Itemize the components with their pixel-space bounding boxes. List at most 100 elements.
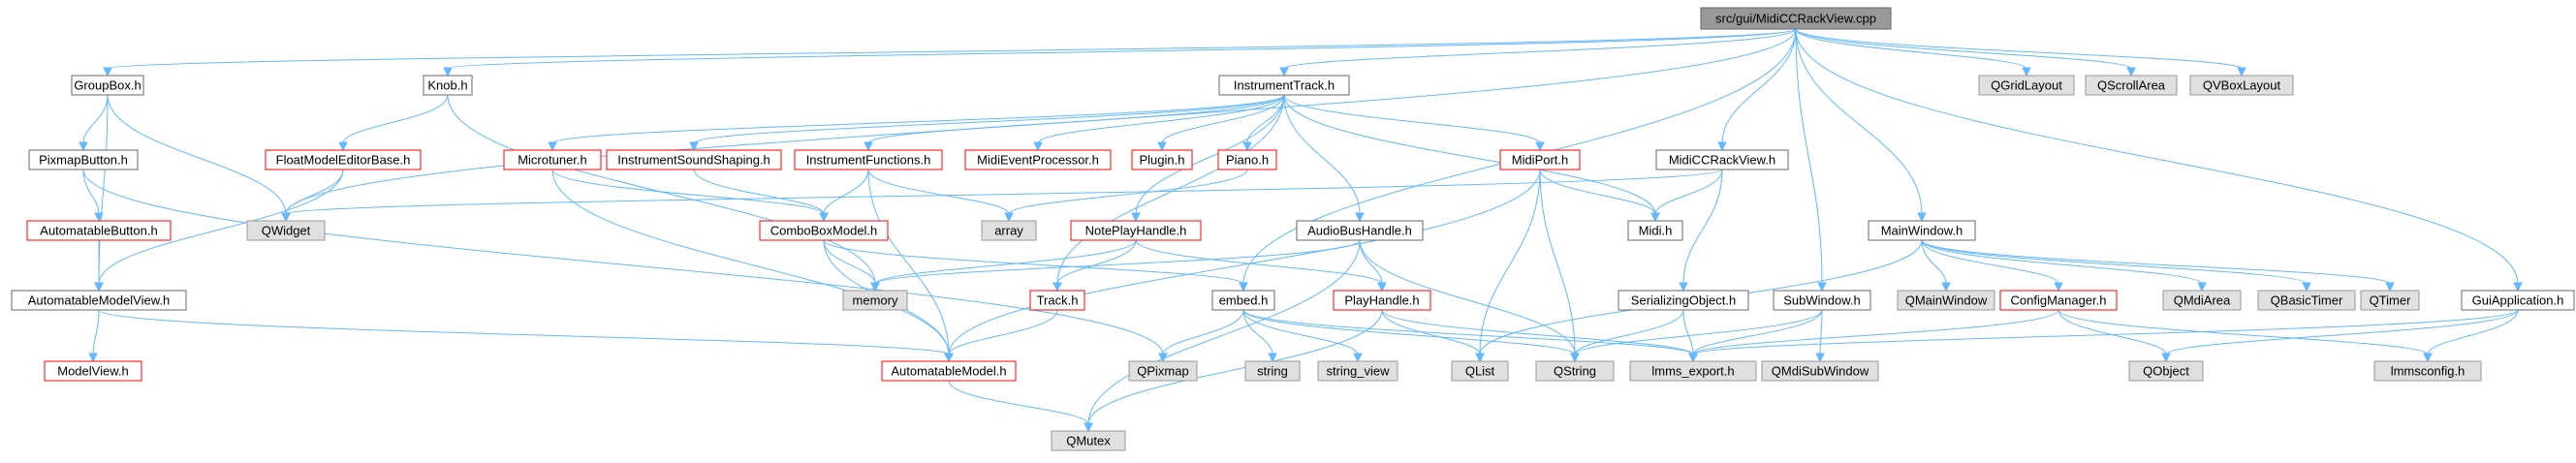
node-midi-event-processor[interactable]: MidiEventProcessor.h [964, 149, 1112, 170]
node-group-box[interactable]: GroupBox.h [71, 75, 144, 96]
node-box [1131, 149, 1193, 170]
node-lmms-export[interactable]: lmms_export.h [1629, 360, 1757, 382]
node-qbasic-timer[interactable]: QBasicTimer [2257, 290, 2356, 311]
node-qgrid-layout[interactable]: QGridLayout [1978, 75, 2075, 96]
node-box [842, 290, 908, 311]
node-box [28, 149, 139, 170]
node-label: Knob.h [427, 78, 467, 93]
node-embed[interactable]: embed.h [1211, 290, 1275, 311]
node-play-handle[interactable]: PlayHandle.h [1333, 290, 1431, 311]
node-plugin[interactable]: Plugin.h [1131, 149, 1193, 170]
node-label: AutomatableModelView.h [28, 293, 170, 308]
node-qmdi-area[interactable]: QMdiArea [2162, 290, 2242, 311]
node-box [1773, 290, 1871, 311]
edge-root-to-qscroll-area [1795, 28, 2136, 77]
node-qmain-window[interactable]: QMainWindow [1897, 290, 1995, 311]
node-instrument-sound-shaping[interactable]: InstrumentSoundShaping.h [606, 149, 782, 170]
edge-instrument-track-to-instrument-functions [864, 94, 1285, 152]
node-label: QMdiArea [2174, 293, 2231, 308]
node-float-model-editor-base[interactable]: FloatModelEditorBase.h [265, 149, 422, 170]
node-qmdi-sub-window[interactable]: QMdiSubWindow [1761, 360, 1879, 382]
node-box [1451, 360, 1509, 382]
node-box [1618, 290, 1749, 311]
node-audio-bus-handle[interactable]: AudioBusHandle.h [1296, 220, 1424, 241]
node-label: GuiApplication.h [2472, 293, 2564, 308]
node-automatable-button[interactable]: AutomatableButton.h [26, 220, 172, 241]
node-box [1655, 149, 1789, 170]
edge-combo-box-model-to-memory [823, 239, 880, 293]
node-knob[interactable]: Knob.h [423, 75, 473, 96]
edge-config-manager-to-lmms-export [1688, 309, 2059, 363]
node-box [265, 149, 422, 170]
node-instrument-track[interactable]: InstrumentTrack.h [1218, 75, 1350, 96]
edges-layer [79, 28, 2523, 433]
node-midi[interactable]: Midi.h [1627, 220, 1683, 241]
node-qpixmap[interactable]: QPixmap [1128, 360, 1198, 382]
node-label: InstrumentTrack.h [1234, 78, 1335, 93]
node-box [1868, 220, 1976, 241]
node-box [11, 290, 187, 311]
node-track[interactable]: Track.h [1029, 290, 1085, 311]
node-box [1029, 290, 1085, 311]
node-serializing-object[interactable]: SerializingObject.h [1618, 290, 1749, 311]
node-qlist[interactable]: QList [1451, 360, 1509, 382]
node-string[interactable]: string [1244, 360, 1301, 382]
node-box [1627, 220, 1683, 241]
node-automatable-model-view[interactable]: AutomatableModelView.h [11, 290, 187, 311]
node-automatable-model[interactable]: AutomatableModel.h [881, 360, 1017, 382]
node-memory[interactable]: memory [842, 290, 908, 311]
edge-instrument-track-to-instrument-sound-shaping [689, 94, 1285, 152]
node-midi-port[interactable]: MidiPort.h [1499, 149, 1581, 170]
node-label: QBasicTimer [2271, 293, 2343, 308]
edge-root-to-knob [443, 28, 1797, 77]
node-qwidget[interactable]: QWidget [246, 220, 326, 241]
node-string-view[interactable]: string_view [1317, 360, 1398, 382]
node-gui-application[interactable]: GuiApplication.h [2461, 290, 2575, 311]
node-main-window[interactable]: MainWindow.h [1868, 220, 1976, 241]
node-note-play-handle[interactable]: NotePlayHandle.h [1070, 220, 1202, 241]
node-instrument-functions[interactable]: InstrumentFunctions.h [794, 149, 943, 170]
node-config-manager[interactable]: ConfigManager.h [1999, 290, 2118, 311]
edge-root-to-sub-window [1795, 28, 1827, 293]
edge-embed-to-string-view [1242, 309, 1363, 363]
node-box [1296, 220, 1424, 241]
edge-midi-ccrack-view-h-to-qwidget [281, 169, 1723, 223]
node-qmutex[interactable]: QMutex [1051, 430, 1126, 451]
node-qstring[interactable]: QString [1535, 360, 1615, 382]
node-microtuner[interactable]: Microtuner.h [503, 149, 602, 170]
node-qscroll-area[interactable]: QScrollArea [2085, 75, 2178, 96]
node-box [2189, 75, 2294, 96]
node-box [1217, 149, 1277, 170]
node-model-view[interactable]: ModelView.h [44, 360, 142, 382]
node-pixmap-button[interactable]: PixmapButton.h [28, 149, 139, 170]
node-label: MidiEventProcessor.h [977, 153, 1099, 168]
node-label: NotePlayHandle.h [1085, 224, 1187, 238]
node-label: MainWindow.h [1881, 224, 1963, 238]
node-qvbox-layout[interactable]: QVBoxLayout [2189, 75, 2294, 96]
edge-automatable-model-to-qmutex [948, 380, 1093, 433]
node-qtimer[interactable]: QTimer [2360, 290, 2420, 311]
node-root[interactable]: src/gui/MidiCCRackView.cpp [1700, 7, 1892, 30]
edge-root-to-main-window [1795, 28, 1927, 223]
node-array[interactable]: array [981, 220, 1037, 241]
edge-instrument-functions-to-combo-box-model [819, 169, 869, 223]
node-box [1244, 360, 1301, 382]
node-box [1629, 360, 1757, 382]
node-box [1999, 290, 2118, 311]
node-sub-window[interactable]: SubWindow.h [1773, 290, 1871, 311]
node-piano[interactable]: Piano.h [1217, 149, 1277, 170]
edge-audio-bus-handle-to-play-handle [1359, 239, 1387, 293]
node-midi-ccrack-view-h[interactable]: MidiCCRackView.h [1655, 149, 1789, 170]
node-qobject[interactable]: QObject [2128, 360, 2204, 382]
node-lmmsconfig[interactable]: lmmsconfig.h [2373, 360, 2482, 382]
edge-root-to-qvbox-layout [1795, 28, 2246, 77]
node-label: Microtuner.h [518, 153, 587, 168]
node-box [1218, 75, 1350, 96]
node-combo-box-model[interactable]: ComboBoxModel.h [759, 220, 889, 241]
node-box [794, 149, 943, 170]
node-label: SubWindow.h [1783, 293, 1861, 308]
node-box [1317, 360, 1398, 382]
node-box [964, 149, 1112, 170]
node-label: array [994, 224, 1023, 238]
edge-embed-to-qstring [1242, 309, 1580, 363]
